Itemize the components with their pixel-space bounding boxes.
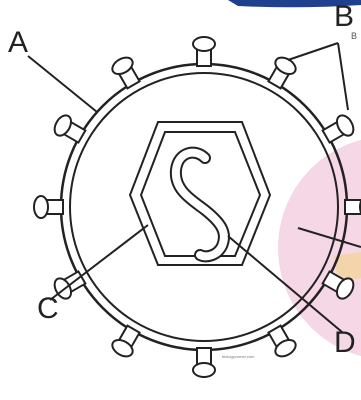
watermark: biologycorner.com (222, 355, 254, 359)
spike (193, 348, 215, 377)
label-c: C (37, 294, 59, 324)
spike-head (193, 37, 215, 51)
spike (345, 196, 361, 218)
leader-line-b2 (338, 43, 348, 110)
spike (109, 54, 143, 90)
spike (321, 112, 357, 146)
spike (265, 54, 299, 90)
spike-head (193, 363, 215, 377)
label-a: A (8, 28, 28, 58)
spike (193, 37, 215, 66)
spike-stem (345, 200, 361, 214)
spike (265, 324, 299, 360)
spike (34, 196, 63, 218)
label-b-small: B (351, 32, 357, 41)
label-d: D (334, 328, 356, 358)
label-b: B (334, 2, 354, 32)
spike (109, 324, 143, 360)
spike-head (34, 196, 48, 218)
spike (51, 112, 87, 146)
leader-line-b1 (288, 43, 338, 60)
leader-line-a (28, 56, 97, 112)
